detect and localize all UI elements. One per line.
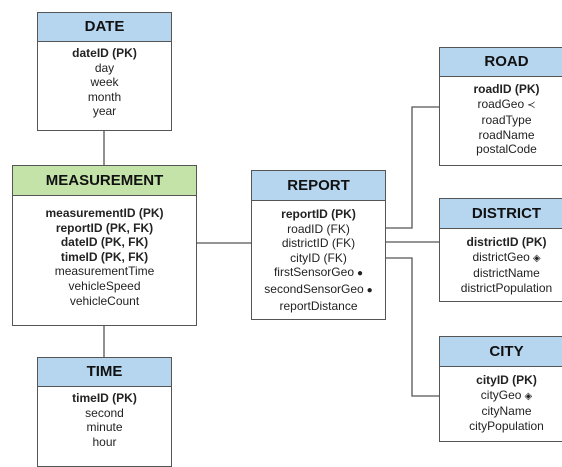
entity-road-title: ROAD	[440, 48, 562, 77]
line-geometry-icon: ≺	[527, 99, 536, 111]
entity-city-attributes: cityID (PK) cityGeo◈ cityName cityPopula…	[440, 367, 562, 433]
report-attr-reportid: reportID (PK)	[281, 207, 356, 221]
time-attr-timeid: timeID (PK)	[72, 391, 137, 405]
road-attr-postalcode: postalCode	[476, 142, 537, 157]
measurement-attr-measurementtime: measurementTime	[54, 264, 155, 279]
date-attr-dateid: dateID (PK)	[72, 46, 137, 60]
entity-time-attributes: timeID (PK) second minute hour	[38, 387, 171, 449]
entity-report-title: REPORT	[252, 171, 385, 201]
report-attr-firstsensorgeo: firstSensorGeo●	[252, 265, 385, 282]
entity-district-attributes: districtID (PK) districtGeo◈ districtNam…	[440, 229, 562, 295]
entity-report[interactable]: REPORT reportID (PK) roadID (FK) distric…	[251, 170, 386, 320]
measurement-attr-measurementid: measurementID (PK)	[45, 206, 164, 220]
measurement-attr-vehiclecount: vehicleCount	[69, 293, 140, 308]
entity-time-title: TIME	[38, 358, 171, 387]
report-attr-secondsensorgeo: secondSensorGeo●	[252, 282, 385, 299]
polygon-geometry-icon: ◈	[532, 252, 541, 264]
entity-date[interactable]: DATE dateID (PK) day week month year	[37, 12, 172, 131]
date-attr-day: day	[94, 60, 115, 75]
road-attr-roadgeo: roadGeo≺	[440, 97, 562, 114]
point-geometry-icon: ●	[366, 284, 373, 296]
road-attr-roadid: roadID (PK)	[473, 82, 540, 96]
road-attr-roadname: roadName	[478, 127, 535, 142]
measurement-attr-dateid: dateID (PK, FK)	[60, 235, 149, 250]
entity-district-title: DISTRICT	[440, 199, 562, 229]
report-attr-roadid: roadID (FK)	[287, 221, 350, 236]
road-attr-roadgeo-label: roadGeo	[477, 96, 525, 111]
date-attr-year: year	[92, 104, 117, 119]
district-attr-districtname: districtName	[473, 266, 540, 281]
entity-measurement[interactable]: MEASUREMENT measurementID (PK) reportID …	[12, 165, 197, 326]
measurement-attr-vehiclespeed: vehicleSpeed	[68, 278, 141, 293]
district-attr-districtgeo: districtGeo◈	[440, 250, 562, 267]
entity-district[interactable]: DISTRICT districtID (PK) districtGeo◈ di…	[439, 198, 562, 302]
report-attr-districtid: districtID (FK)	[281, 236, 356, 251]
relationship-lines	[103, 106, 439, 397]
time-attr-second: second	[85, 405, 124, 420]
district-attr-districtpopulation: districtPopulation	[460, 280, 553, 295]
entity-measurement-title: MEASUREMENT	[13, 166, 196, 196]
city-attr-cityname: cityName	[481, 404, 532, 419]
entity-date-attributes: dateID (PK) day week month year	[38, 42, 171, 119]
report-attr-secondsensorgeo-label: secondSensorGeo	[264, 281, 364, 296]
entity-date-title: DATE	[38, 13, 171, 42]
district-attr-districtgeo-label: districtGeo	[472, 249, 530, 264]
time-attr-minute: minute	[86, 420, 123, 435]
date-attr-month: month	[87, 89, 122, 104]
entity-time[interactable]: TIME timeID (PK) second minute hour	[37, 357, 172, 467]
entity-city[interactable]: CITY cityID (PK) cityGeo◈ cityName cityP…	[439, 336, 562, 442]
report-attr-reportdistance: reportDistance	[279, 298, 358, 313]
district-attr-districtid: districtID (PK)	[466, 235, 547, 249]
city-attr-citygeo-label: cityGeo	[480, 387, 522, 402]
link-report-city	[385, 257, 439, 397]
date-attr-week: week	[90, 75, 119, 90]
measurement-attr-timeid: timeID (PK, FK)	[60, 249, 149, 264]
link-report-road	[385, 106, 439, 229]
entity-road[interactable]: ROAD roadID (PK) roadGeo≺ roadType roadN…	[439, 47, 562, 166]
report-attr-cityid: cityID (FK)	[290, 250, 347, 265]
time-attr-hour: hour	[92, 434, 117, 449]
city-attr-citygeo: cityGeo◈	[440, 388, 562, 405]
measurement-attr-reportid: reportID (PK, FK)	[55, 220, 154, 235]
entity-measurement-attributes: measurementID (PK) reportID (PK, FK) dat…	[13, 196, 196, 308]
city-attr-citypopulation: cityPopulation	[469, 418, 544, 433]
road-attr-roadtype: roadType	[481, 113, 532, 128]
polygon-geometry-icon: ◈	[524, 390, 533, 402]
point-geometry-icon: ●	[357, 268, 364, 280]
entity-road-attributes: roadID (PK) roadGeo≺ roadType roadName p…	[440, 77, 562, 157]
entity-report-attributes: reportID (PK) roadID (FK) districtID (FK…	[252, 201, 385, 313]
report-attr-firstsensorgeo-label: firstSensorGeo	[273, 265, 354, 280]
city-attr-cityid: cityID (PK)	[476, 373, 537, 387]
entity-city-title: CITY	[440, 337, 562, 367]
